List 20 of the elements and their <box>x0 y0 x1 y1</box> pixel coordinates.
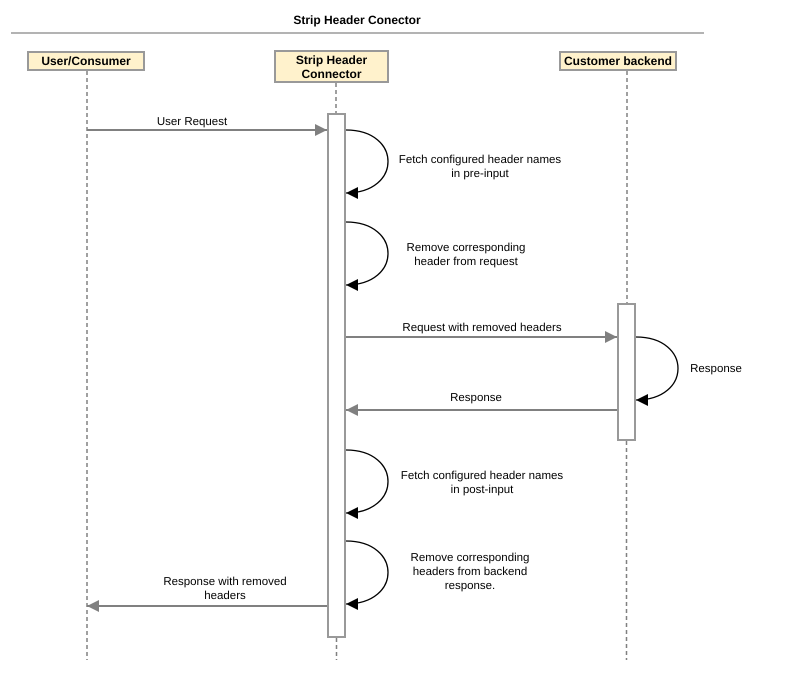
participant-box: Customer backend <box>559 51 677 71</box>
self-message-arrow <box>346 221 389 290</box>
lifeline <box>336 638 338 660</box>
participant-box: Strip Header Connector <box>274 50 389 83</box>
participant-box: User/Consumer <box>27 51 145 71</box>
message-arrow <box>346 404 617 416</box>
lifeline <box>335 83 337 113</box>
lifeline <box>626 441 628 660</box>
activation-bar <box>327 113 346 638</box>
message-arrow <box>87 600 327 612</box>
lifeline <box>626 71 628 303</box>
activation-bar <box>617 303 636 441</box>
diagram-title: Strip Header Conector <box>293 13 421 27</box>
lifeline <box>86 71 88 660</box>
self-message-arrow <box>346 129 389 198</box>
self-message-arrow <box>636 336 679 405</box>
message-arrow <box>87 124 327 136</box>
message-arrow <box>346 331 617 343</box>
self-message-arrow <box>346 449 389 518</box>
self-message-arrow <box>346 540 389 609</box>
